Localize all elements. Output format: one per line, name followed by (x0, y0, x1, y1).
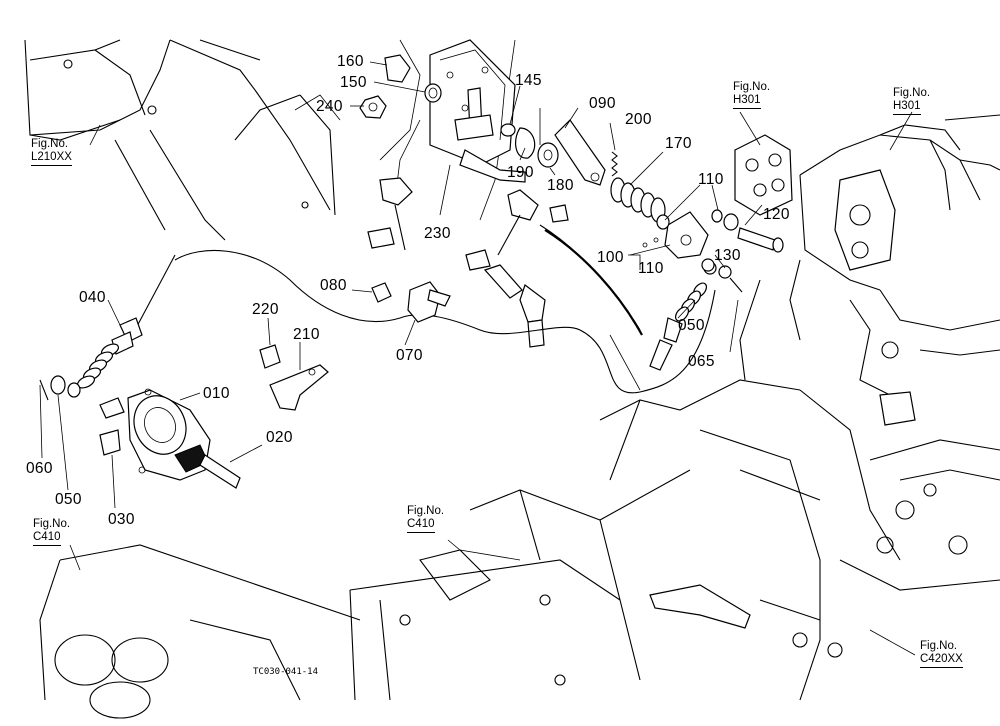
callout-110-a: 110 (698, 171, 724, 188)
lower-case (39, 379, 1000, 719)
callout-110-b: 110 (638, 260, 664, 277)
callout-160: 160 (337, 53, 364, 70)
callout-190: 190 (507, 164, 534, 181)
figure-ref-label: Fig.No. (920, 640, 958, 652)
bracket-assembly (359, 39, 666, 348)
figure-ref-code: C410 (407, 518, 435, 533)
callout-060: 060 (26, 460, 53, 477)
figure-ref-code: H301 (733, 94, 761, 109)
figure-ref-code: C420XX (920, 653, 963, 668)
callout-240: 240 (316, 98, 343, 115)
callout-180: 180 (547, 177, 574, 194)
callout-070: 070 (396, 347, 423, 364)
callout-150: 150 (340, 74, 367, 91)
callout-065: 065 (688, 353, 715, 370)
figure-ref-c420xx[interactable]: Fig.No. C420XX (920, 640, 963, 668)
clamp-070 (371, 281, 451, 323)
callout-020: 020 (266, 429, 293, 446)
callout-050-right: 050 (678, 317, 705, 334)
callout-050-left: 050 (55, 491, 82, 508)
figure-ref-c410-left[interactable]: Fig.No. C410 (33, 518, 70, 546)
callout-145: 145 (515, 72, 542, 89)
leader-lines (39, 61, 916, 656)
cables (134, 224, 716, 394)
actuator-010 (99, 388, 241, 489)
figure-ref-label: Fig.No. (31, 138, 69, 150)
cable-end-right (649, 258, 743, 371)
figure-ref-code: H301 (893, 100, 921, 115)
callout-210: 210 (293, 326, 320, 343)
callout-040: 040 (79, 289, 106, 306)
callout-080: 080 (320, 277, 347, 294)
callout-010: 010 (203, 385, 230, 402)
callout-100: 100 (597, 249, 624, 266)
spring-170 (610, 177, 666, 223)
figure-ref-h301-left[interactable]: Fig.No. H301 (733, 81, 770, 109)
figure-ref-c410-centre[interactable]: Fig.No. C410 (407, 505, 444, 533)
figure-ref-label: Fig.No. (733, 81, 771, 93)
callout-120: 120 (763, 206, 790, 223)
figure-ref-l210xx[interactable]: Fig.No. L210XX (31, 138, 72, 166)
figure-ref-label: Fig.No. (407, 505, 445, 517)
figure-ref-code: L210XX (31, 151, 72, 166)
callout-130: 130 (714, 247, 741, 264)
transmission-housing (734, 114, 1000, 426)
callout-030: 030 (108, 511, 135, 528)
callout-230: 230 (424, 225, 451, 242)
callout-170: 170 (665, 135, 692, 152)
boot-040 (76, 343, 120, 389)
pivot-assembly (642, 209, 784, 279)
callout-090: 090 (589, 95, 616, 112)
figure-ref-h301-right[interactable]: Fig.No. H301 (893, 87, 930, 115)
figure-ref-label: Fig.No. (893, 87, 931, 99)
figure-ref-label: Fig.No. (33, 518, 71, 530)
cable-end-left (39, 317, 143, 401)
callout-200: 200 (625, 111, 652, 128)
bracket-210 (259, 344, 329, 411)
diagram-id: TC030-041-14 (253, 667, 319, 677)
figure-ref-code: C410 (33, 531, 61, 546)
callout-220: 220 (252, 301, 279, 318)
